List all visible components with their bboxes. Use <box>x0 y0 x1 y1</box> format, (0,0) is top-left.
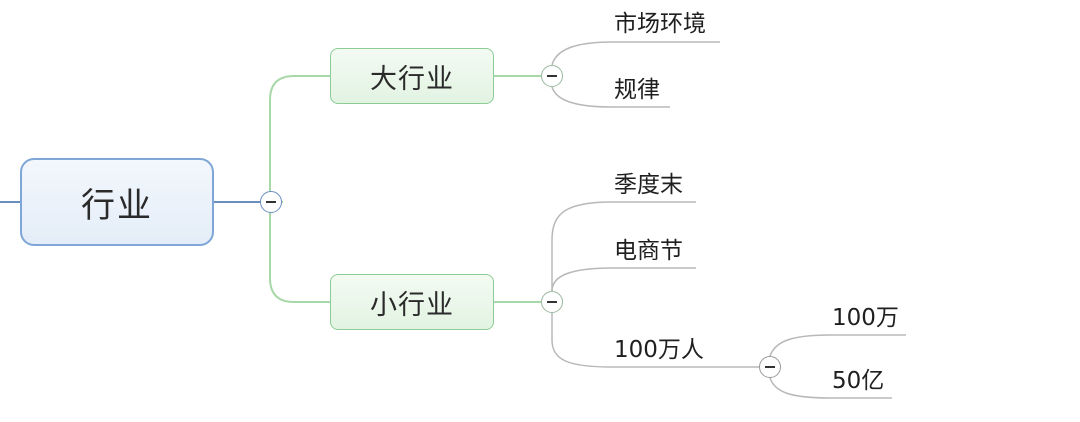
leaf-five-billion[interactable]: 50亿 <box>832 368 885 394</box>
leaf-ecommerce-festival[interactable]: 电商节 <box>614 238 683 264</box>
branch-node-label: 小行业 <box>370 289 454 321</box>
leaf-market-environment[interactable]: 市场环境 <box>614 11 706 37</box>
connector-leaf-100万人 <box>551 313 760 368</box>
leaf-quarter-end[interactable]: 季度末 <box>614 172 683 198</box>
leaf-pattern[interactable]: 规律 <box>614 77 660 103</box>
collapse-small-industry-button[interactable] <box>541 291 563 313</box>
connector-leaf-100万 <box>769 334 906 357</box>
root-node-label: 行业 <box>81 185 153 226</box>
minus-circle-icon <box>547 301 557 303</box>
root-node[interactable]: 行业 <box>20 158 214 246</box>
leaf-million-people[interactable]: 100万人 <box>614 337 704 363</box>
connector-leaf-市场环境 <box>551 41 720 66</box>
minus-circle-icon <box>266 201 276 203</box>
connector-root-to-big <box>269 75 330 203</box>
connector-leaf-电商节 <box>551 267 696 292</box>
minus-circle-icon <box>547 75 557 77</box>
minus-circle-icon <box>765 366 775 368</box>
connector-leaf-规律 <box>551 86 670 108</box>
branch-node-small-industry[interactable]: 小行业 <box>330 274 494 330</box>
collapse-big-industry-button[interactable] <box>541 65 563 87</box>
collapse-root-button[interactable] <box>260 191 282 213</box>
branch-node-label: 大行业 <box>370 63 454 95</box>
branch-node-big-industry[interactable]: 大行业 <box>330 48 494 104</box>
collapse-million-people-button[interactable] <box>759 356 781 378</box>
connector-leaf-季度末 <box>551 201 696 291</box>
connector-root-to-small <box>269 202 330 303</box>
leaf-one-million[interactable]: 100万 <box>832 305 899 331</box>
connector-leaf-50亿 <box>769 377 892 399</box>
